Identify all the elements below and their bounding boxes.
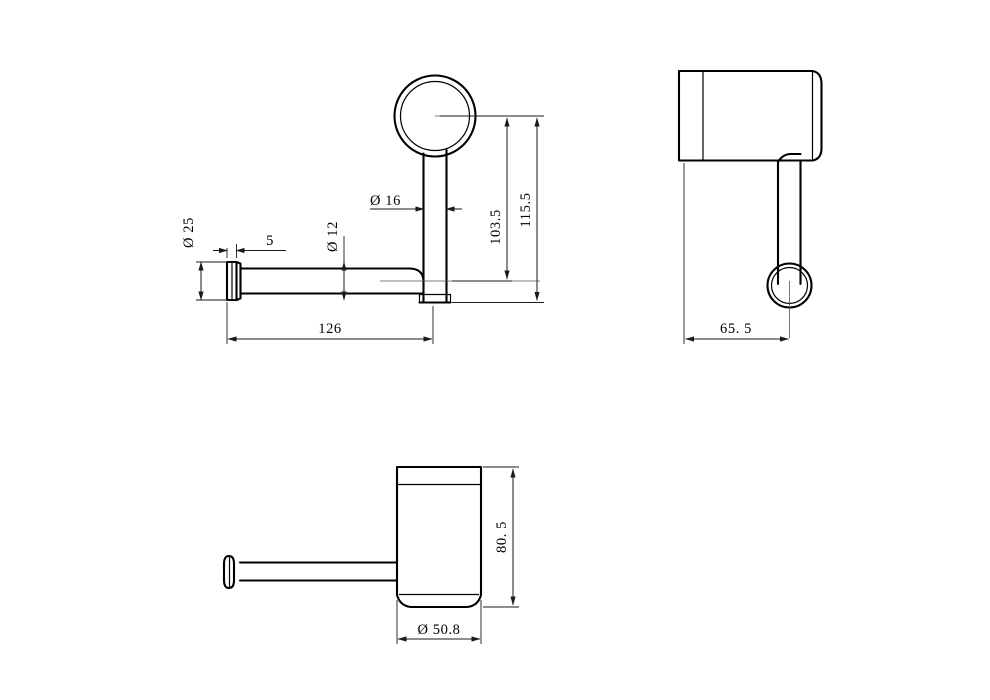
plan-view: 80. 5 Ø 50.8 [222, 465, 519, 644]
dimension-126: 126 [226, 302, 434, 344]
dimension-103-5: 103.5 [440, 115, 512, 282]
dimension-dia-12: Ø 12 [325, 221, 347, 301]
dimension-65-5: 65. 5 [683, 163, 789, 344]
dimension-5: 5 [213, 233, 286, 258]
horizontal-bar-geometry [239, 267, 425, 295]
dim-label-80-5: 80. 5 [494, 521, 510, 553]
dimension-115-5: 115.5 [440, 115, 544, 303]
dim-label-103-5: 103.5 [488, 209, 504, 245]
end-view: 65. 5 [677, 69, 823, 344]
dim-label-65-5: 65. 5 [720, 321, 752, 337]
dimension-dia-25: Ø 25 [181, 217, 236, 301]
dim-label-dia-12: Ø 12 [325, 221, 341, 252]
end-view-body-geometry [677, 69, 823, 162]
end-view-arm-geometry [776, 152, 802, 286]
plan-view-cylinder-geometry [395, 465, 483, 609]
dim-label-dia-16: Ø 16 [370, 193, 401, 209]
dim-label-5: 5 [266, 233, 274, 249]
plan-view-flange-geometry [222, 554, 236, 590]
wall-flange-geometry [225, 260, 242, 302]
dim-label-115-5: 115.5 [518, 192, 534, 227]
dimension-dia-16: Ø 16 [370, 193, 462, 212]
dim-label-dia-25: Ø 25 [181, 217, 197, 248]
plan-view-arm-geometry [238, 561, 399, 582]
dim-label-dia-50-8: Ø 50.8 [417, 622, 460, 638]
dimension-80-5: 80. 5 [483, 466, 519, 608]
dim-label-126: 126 [318, 321, 342, 337]
dimension-dia-50-8: Ø 50.8 [396, 600, 482, 644]
front-view: Ø 25 5 Ø 12 Ø 16 [181, 74, 544, 344]
